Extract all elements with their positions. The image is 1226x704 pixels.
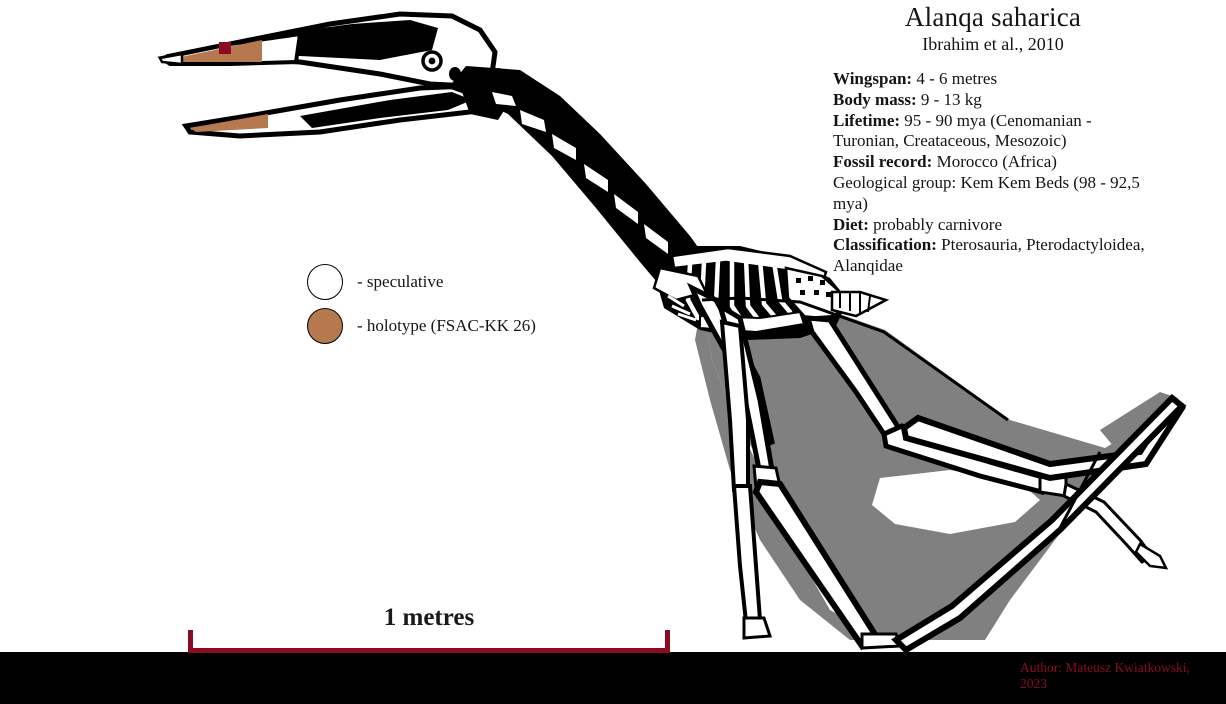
legend-row: - speculative — [307, 260, 536, 304]
gastralia — [667, 294, 697, 322]
species-name: Alanqa saharica — [904, 2, 1082, 32]
scale-tick-right — [665, 630, 670, 653]
fact-separator: : — [931, 235, 942, 255]
fact-key: Diet — [833, 214, 864, 234]
fact-row: Geological group: Kem Kem Beds (98 - 92,… — [833, 173, 1153, 215]
mandible-holotype — [190, 114, 268, 132]
info-block: Alanqa saharica Ibrahim et al., 2010 Win… — [833, 2, 1153, 277]
fact-key: Body mass — [833, 89, 911, 109]
orbit-inner — [428, 57, 436, 65]
fact-row: Diet: probably carnivore — [833, 215, 1153, 236]
fact-value: probably carnivore — [873, 214, 1003, 234]
membrane-upper-lobe — [1100, 392, 1178, 452]
fact-key: Wingspan — [833, 69, 907, 88]
manus-claw-far — [1134, 542, 1169, 570]
fact-value: 4 - 6 metres — [916, 69, 998, 88]
upper-jaw-fill — [258, 20, 438, 60]
fact-row: Wingspan: 4 - 6 metres — [833, 69, 1153, 90]
fact-separator: : — [926, 152, 937, 172]
scale-bar-label: 1 metres — [383, 604, 475, 631]
circle-outline-icon — [307, 264, 343, 300]
fact-separator: : — [894, 110, 905, 130]
fact-value: 95 - 90 mya (Cenomanian - Turonian, Crea… — [833, 110, 1092, 151]
scale-bar: 1 metres — [188, 604, 670, 654]
holotype-marker — [219, 42, 231, 54]
membrane-fenestra — [872, 470, 1040, 534]
legend-label: - speculative — [357, 272, 444, 291]
mandible-fill — [300, 92, 472, 128]
foot — [742, 616, 773, 640]
fact-key: Lifetime — [833, 110, 895, 130]
jaw-tip — [158, 52, 184, 66]
scale-bar-line — [188, 648, 670, 653]
hindlimb-group — [719, 319, 773, 640]
legend: - speculative - holotype (FSAC-KK 26) — [307, 260, 536, 348]
fact-key: Fossil record — [833, 152, 927, 172]
fact-separator: : — [910, 89, 921, 109]
fact-value: 9 - 13 kg — [920, 89, 982, 109]
tail-segments — [839, 292, 871, 313]
fact-row: Lifetime: 95 - 90 mya (Cenomanian - Turo… — [833, 111, 1153, 153]
fact-separator: : — [906, 69, 917, 88]
author-credit: Author: Mateusz Kwiatkowski, 2023 — [1020, 660, 1220, 692]
fact-value: Geological group: Kem Kem Beds (98 - 92,… — [833, 172, 1140, 213]
fact-row: Classification: Pterosauria, Pterodactyl… — [833, 235, 1153, 277]
author-credit-line1: Author: Mateusz Kwiatkowski, — [1020, 660, 1190, 675]
circle-filled-icon — [307, 308, 343, 344]
pelvis-texture — [796, 276, 831, 297]
legend-row: - holotype (FSAC-KK 26) — [307, 304, 536, 348]
scale-tick-left — [188, 630, 193, 653]
fact-key: Classification — [833, 235, 932, 255]
legend-label: - holotype (FSAC-KK 26) — [357, 316, 536, 335]
ground-strip — [0, 652, 1226, 704]
membrane-outline — [701, 296, 1102, 652]
author-credit-line2: 2023 — [1020, 676, 1047, 691]
fact-value: Pterosauria, Pterodactyloidea, Alanqidae — [833, 235, 1145, 276]
neck-silhouette — [448, 66, 716, 300]
fact-row: Fossil record: Morocco (Africa) — [833, 152, 1153, 173]
fact-row: Body mass: 9 - 13 kg — [833, 90, 1153, 111]
fact-separator: : — [863, 214, 874, 234]
species-citation: Ibrahim et al., 2010 — [922, 34, 1064, 54]
fact-value: Morocco (Africa) — [936, 152, 1057, 172]
